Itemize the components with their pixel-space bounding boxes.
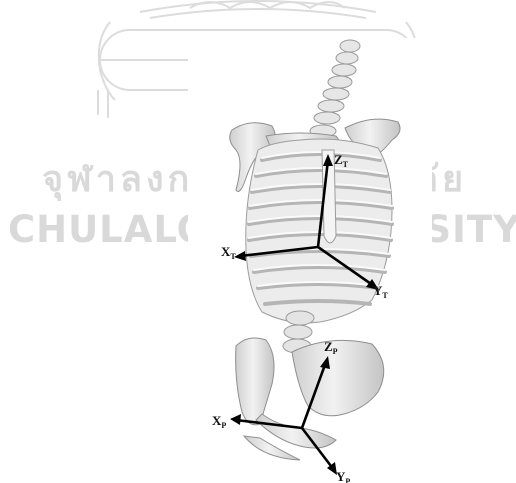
skeleton-figure: ZT XT YT ZP XP YP	[0, 0, 516, 483]
